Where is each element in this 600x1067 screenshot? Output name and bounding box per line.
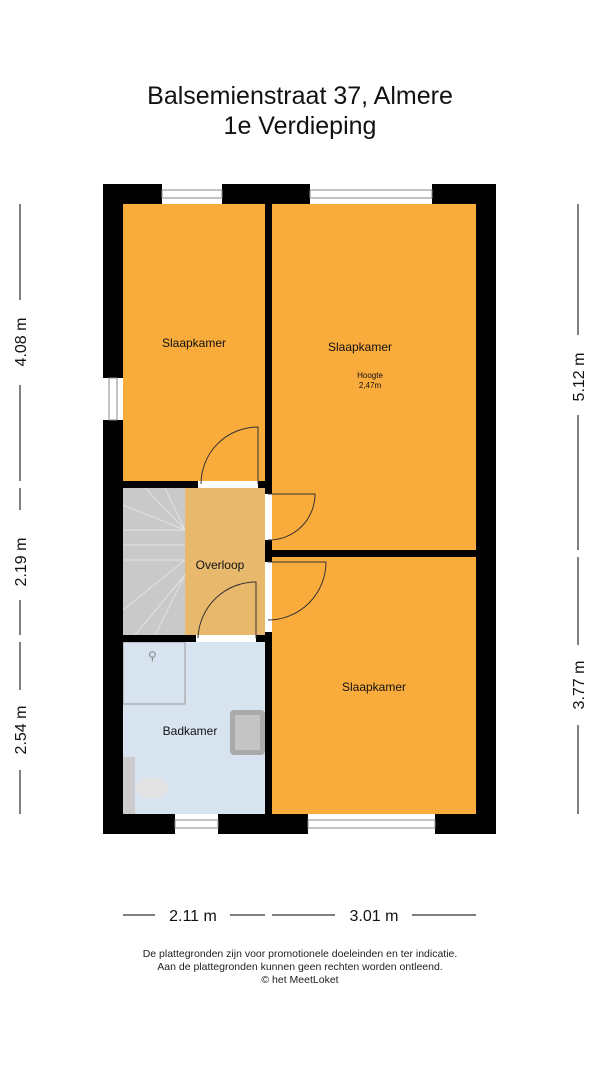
- walls: [103, 184, 496, 834]
- label-height: Hoogte: [357, 371, 383, 380]
- address-title: Balsemienstraat 37, Almere: [147, 82, 453, 110]
- label-landing: Overloop: [196, 558, 245, 572]
- room-bedroom-bottom-right: [272, 557, 476, 814]
- label-bathroom: Badkamer: [163, 724, 218, 738]
- stairs: [123, 488, 185, 635]
- room-landing: [185, 488, 265, 635]
- label-height-value: 2,47m: [359, 381, 382, 390]
- room-bedroom-top-left: [123, 204, 265, 481]
- label-bedroom-top-left: Slaapkamer: [162, 336, 226, 350]
- floor-title: 1e Verdieping: [223, 112, 377, 140]
- toilet-bowl: [136, 777, 168, 799]
- stair-steps: [122, 487, 186, 636]
- sink-basin: [235, 715, 260, 750]
- dim-right-2: 3.77 m: [571, 661, 588, 710]
- shower-head-icon: ⚲: [148, 649, 157, 663]
- label-bedroom-bottom-right: Slaapkamer: [342, 680, 406, 694]
- disclaimer: De plattegronden zijn voor promotionele …: [0, 948, 600, 987]
- room-bedroom-top-right: [272, 204, 476, 550]
- dim-left-3: 2.54 m: [13, 706, 30, 755]
- dim-bottom-1: 2.11 m: [169, 908, 217, 925]
- disclaimer-line-1: De plattegronden zijn voor promotionele …: [142, 948, 458, 960]
- copyright: © het MeetLoket: [261, 974, 339, 986]
- dim-left-1: 4.08 m: [13, 318, 30, 367]
- disclaimer-line-2: Aan de plattegronden kunnen geen rechten…: [157, 961, 443, 973]
- dimension-lines: [19, 204, 579, 916]
- dim-bottom-2: 3.01 m: [350, 908, 399, 925]
- doors: [197, 426, 327, 639]
- dim-left-2: 2.19 m: [13, 538, 30, 587]
- windows: [108, 189, 436, 829]
- label-bedroom-top-right: Slaapkamer: [328, 340, 392, 354]
- dim-right-1: 5.12 m: [571, 353, 588, 402]
- toilet-tank: [123, 757, 135, 814]
